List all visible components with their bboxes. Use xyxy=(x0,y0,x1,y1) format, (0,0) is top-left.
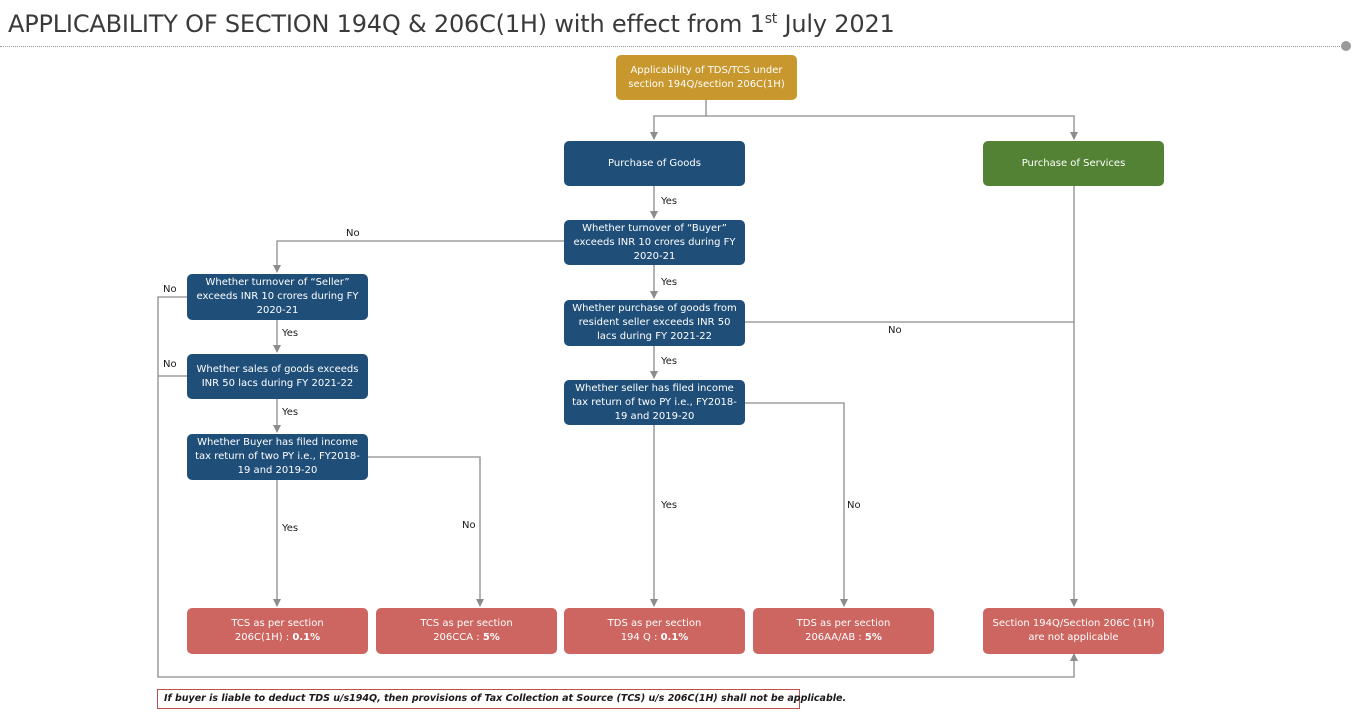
edge-label-goods-yes: Yes xyxy=(661,196,678,207)
node-purchase-goods-limit: Whether purchase of goods from resident … xyxy=(564,300,745,346)
edge-label-seller-turnover-no: No xyxy=(163,284,177,295)
edge-label-buyer-itr-yes: Yes xyxy=(282,523,299,534)
outcome-not-applicable: Section 194Q/Section 206C (1H) are not a… xyxy=(983,608,1164,654)
edge-label-sales-yes: Yes xyxy=(282,407,299,418)
edge-label-seller-turnover-yes: Yes xyxy=(282,328,299,339)
edge-label-buyer-itr-no: No xyxy=(462,520,476,531)
node-purchase-of-goods: Purchase of Goods xyxy=(564,141,745,186)
divider-end-dot xyxy=(1341,41,1351,51)
footnote: If buyer is liable to deduct TDS u/s194Q… xyxy=(157,689,846,709)
edge-label-purchase-yes: Yes xyxy=(661,356,678,367)
page-title: APPLICABILITY OF SECTION 194Q & 206C(1H)… xyxy=(8,10,895,38)
edge-buyer-itr-no xyxy=(368,456,484,607)
edge-label-buyer-yes: Yes xyxy=(661,277,678,288)
edge-label-seller-itr-yes: Yes xyxy=(661,500,678,511)
node-seller-turnover: Whether turnover of “Seller” exceeds INR… xyxy=(187,274,368,320)
edge-label-buyer-no: No xyxy=(346,228,360,239)
node-seller-itr: Whether seller has filed income tax retu… xyxy=(564,380,745,425)
edge-seller-itr-no xyxy=(745,402,848,607)
edge-label-sales-no: No xyxy=(163,359,177,370)
title-divider xyxy=(0,46,1340,47)
node-buyer-turnover: Whether turnover of “Buyer” exceeds INR … xyxy=(564,220,745,265)
node-sales-goods-limit: Whether sales of goods exceeds INR 50 la… xyxy=(187,354,368,399)
edge-buyer-no xyxy=(273,240,564,273)
node-root: Applicability of TDS/TCS under section 1… xyxy=(616,55,797,100)
edge-label-purchase-no: No xyxy=(888,325,902,336)
edge-root-split xyxy=(650,100,707,140)
node-purchase-of-services: Purchase of Services xyxy=(983,141,1164,186)
edge-root-services xyxy=(706,115,1078,140)
edge-left-no-loop xyxy=(157,296,1078,678)
edge-label-seller-itr-no: No xyxy=(847,500,861,511)
node-buyer-itr: Whether Buyer has filed income tax retur… xyxy=(187,434,368,480)
